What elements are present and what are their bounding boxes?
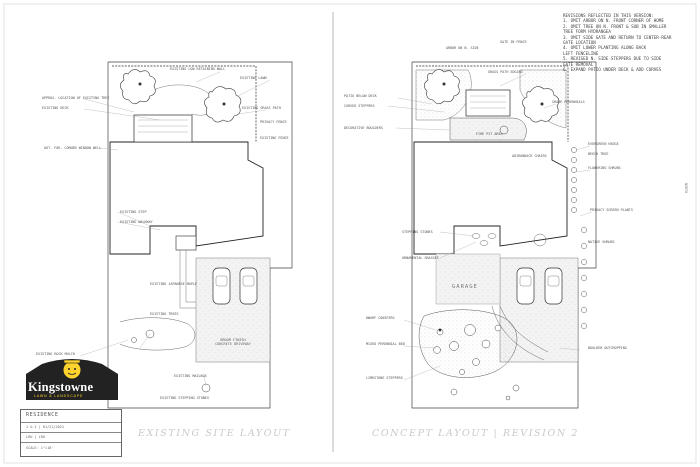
callout-label: FIRE PIT AREA [476,132,503,136]
existing-stoop [175,235,197,251]
callout-label: EVERGREEN HEDGE [588,142,619,146]
callout-label: MIXED PERENNIAL BED [366,342,405,346]
company-logo-shield [26,359,118,400]
title-block-dates: 1 & 2 | 01/21/2021 [26,425,64,429]
garage-label: GARAGE [452,284,478,290]
revision-notes-heading: REVISIONS REFLECTED IN THIS VERSION: [563,13,654,18]
logo-wordmark: Kingstowne [28,380,94,394]
existing-view-title: EXISTING SITE LAYOUT [138,428,291,439]
revision-note: GATE LOCATION [563,40,596,46]
sheet-border [3,3,697,464]
callout-label: EXISTING JAPANESE MAPLE [150,282,197,286]
callout-label: ORNAMENTAL GRASSES [402,256,439,260]
leader-lines-left [79,71,271,387]
north-label: NORTH [684,182,689,194]
callout-label: EXISTING WALKWAY [120,220,153,224]
concept-view-title: CONCEPT LAYOUT | REVISION 2 [372,428,580,439]
callout-label: DWARF CONIFERS [366,316,395,320]
revision-note: 5. REVISED N. SIDE STEPPERS DUE TO SIDE [563,56,662,62]
title-block: RESIDENCE 1 & 2 | 01/21/2021 LRU | LRU S… [20,409,122,457]
callout-label: EXISTING FENCE [260,136,289,140]
existing-deck [133,114,193,143]
callout-label: EXISTING TREES [150,312,179,316]
callout-label: ARBOR ON N. SIDE [446,46,479,50]
shrub-row [571,147,587,329]
callout-label: EXISTING MAILBOX [174,374,207,378]
callout-label: PRIVACY SCREEN PLANTS [590,208,633,212]
existing-back-fence [112,65,257,142]
existing-lawn-edge [149,84,215,116]
accent-plants [433,328,520,401]
callout-label: BOULDER OUTCROPPING [588,346,627,350]
concept-back-fence [416,65,569,142]
revision-note: 6. EXPAND PATIO UNDER DECK & ADD CURVES [563,67,662,73]
callout-label: GATE IN FENCE [500,40,527,44]
concept-tree [522,86,560,123]
concept-front-bed [418,309,518,378]
callout-label: PATIO BELOW DECK [344,94,377,98]
revision-note: GATE REMOVAL [563,61,594,67]
concept-plan [411,61,597,409]
concept-patio [449,117,527,141]
revision-note: 3. OMIT SIDE GATE AND RETURN TO CENTER-R… [563,34,672,40]
existing-walkway [179,250,196,309]
revision-note: LEFT FENCELINE [563,50,599,56]
callout-label: EXISTING ROCK MULCH [36,352,75,356]
leader-lines-right [387,73,593,381]
title-block-initials: LRU | LRU [26,435,45,439]
project-title: RESIDENCE [26,412,59,418]
callout-label: BEECH TREE [588,152,609,156]
callout-label: EXISTING DECK [42,106,69,110]
title-block-scale: SCALE: 1"=10' [26,446,54,450]
existing-driveway [195,257,271,363]
company-logo: Kingstowne LAWN & LANDSCAPE [22,356,122,404]
callout-label: STEPPING STONES [402,230,433,234]
existing-shrub [145,329,155,339]
revision-note: TREE FORM HYDRANGEA [563,29,611,35]
callout-label: DECORATIVE BOULDERS [344,126,383,130]
callout-label: EXISTING LAWN [240,76,267,80]
callout-label: EXISTING LOW RETAINING WALL [170,67,226,71]
concept-walk [499,305,549,353]
callout-label: PRIVACY FENCE [260,120,287,124]
callout-label: EXISTING STEP [120,210,147,214]
fire-pit [499,125,509,135]
plant-cluster [436,324,502,375]
driveway-label: BROOM FINISH CONCRETE DRIVEWAY [215,338,251,346]
callout-label: GRASS PATH EDGING [488,70,523,74]
callout-label: EXISTING GRASS PATH [242,106,281,110]
concept-deck [465,89,511,117]
callout-label: SHADE PERENNIALS [552,100,585,104]
concept-tree [423,69,460,105]
callout-label: FLOWERING SHRUBS [588,166,621,170]
callout-label: NATIVE SHRUBS [588,240,615,244]
revision-note: 1. OMIT ARBOR ON N. FRONT CORNER OF HOME [563,18,664,24]
callout-label: ADIRONDACK CHAIRS [512,154,547,158]
revision-notes: REVISIONS REFLECTED IN THIS VERSION: 1. … [563,13,687,72]
existing-tree [204,86,242,123]
revision-note: 2. OMIT TREE ON N. FRONT & SUB IN SMALLE… [563,23,667,29]
callout-label: EXISTING STEPPING STONES [160,396,209,400]
callout-label: APPROX. LOCATION OF EXISTING TREE [42,96,110,100]
garage-apron [435,253,501,305]
existing-plan [107,61,293,409]
callout-label: CURVED STEPPERS [344,104,375,108]
existing-front-bed [119,317,196,351]
concept-steppers [471,233,547,247]
logo-tagline: LAWN & LANDSCAPE [34,394,84,398]
revision-note: 4. OMIT LOWER PLANTING ALONG BACK [563,45,647,51]
concept-house [413,141,568,255]
existing-tree [119,69,156,105]
callout-label: LIMESTONE STEPPERS [366,376,403,380]
callout-label: OUT. FOR. CORNER WINDOW WELL [44,146,102,150]
